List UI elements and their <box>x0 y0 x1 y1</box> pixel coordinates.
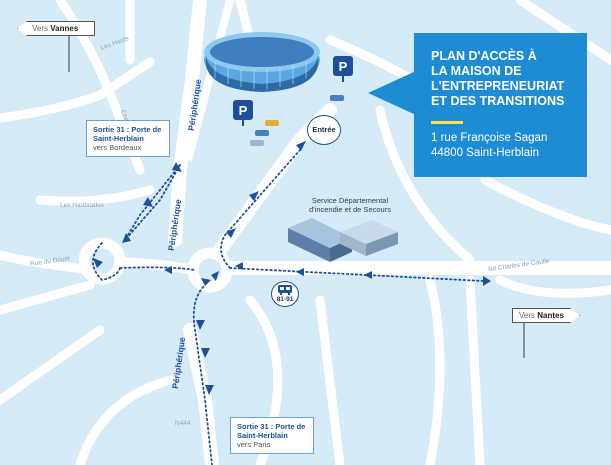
sign-vers-vannes: Vers Vannes <box>17 21 95 36</box>
route-arrows <box>93 141 491 395</box>
sign-vers-nantes: Vers Nantes <box>512 308 580 323</box>
exit-box-bordeaux: Sortie 31 : Porte de Saint-Herblain vers… <box>86 120 170 157</box>
address: 1 rue Françoise Sagan 44800 Saint-Herbla… <box>431 132 548 159</box>
svg-text:P: P <box>239 103 248 118</box>
accent-bar <box>431 121 463 124</box>
page-title: PLAN D'ACCÈS À LA MAISON DE L'ENTREPRENE… <box>431 49 565 108</box>
bus-stop-marker: 81-91 <box>271 281 299 307</box>
entrance-marker: Entrée <box>307 115 341 145</box>
parking-icon: P <box>333 56 353 82</box>
svg-text:P: P <box>339 59 348 74</box>
road-label-badge: N444 <box>175 420 191 427</box>
sdis-building <box>288 218 398 262</box>
road-label-haubrades: Les Haubrades <box>60 202 105 209</box>
exit-box-paris: Sortie 31 : Porte de Saint-Herblain vers… <box>230 417 314 454</box>
parked-cars <box>250 95 344 146</box>
parking-icon: P <box>233 100 253 126</box>
bus-icon <box>278 285 292 296</box>
headquarters-building <box>204 32 320 92</box>
title-panel: PLAN D'ACCÈS À LA MAISON DE L'ENTREPRENE… <box>368 33 587 177</box>
sdis-label: Service Départemental d'incendie et de S… <box>309 196 391 214</box>
panel-pointer <box>368 71 416 115</box>
